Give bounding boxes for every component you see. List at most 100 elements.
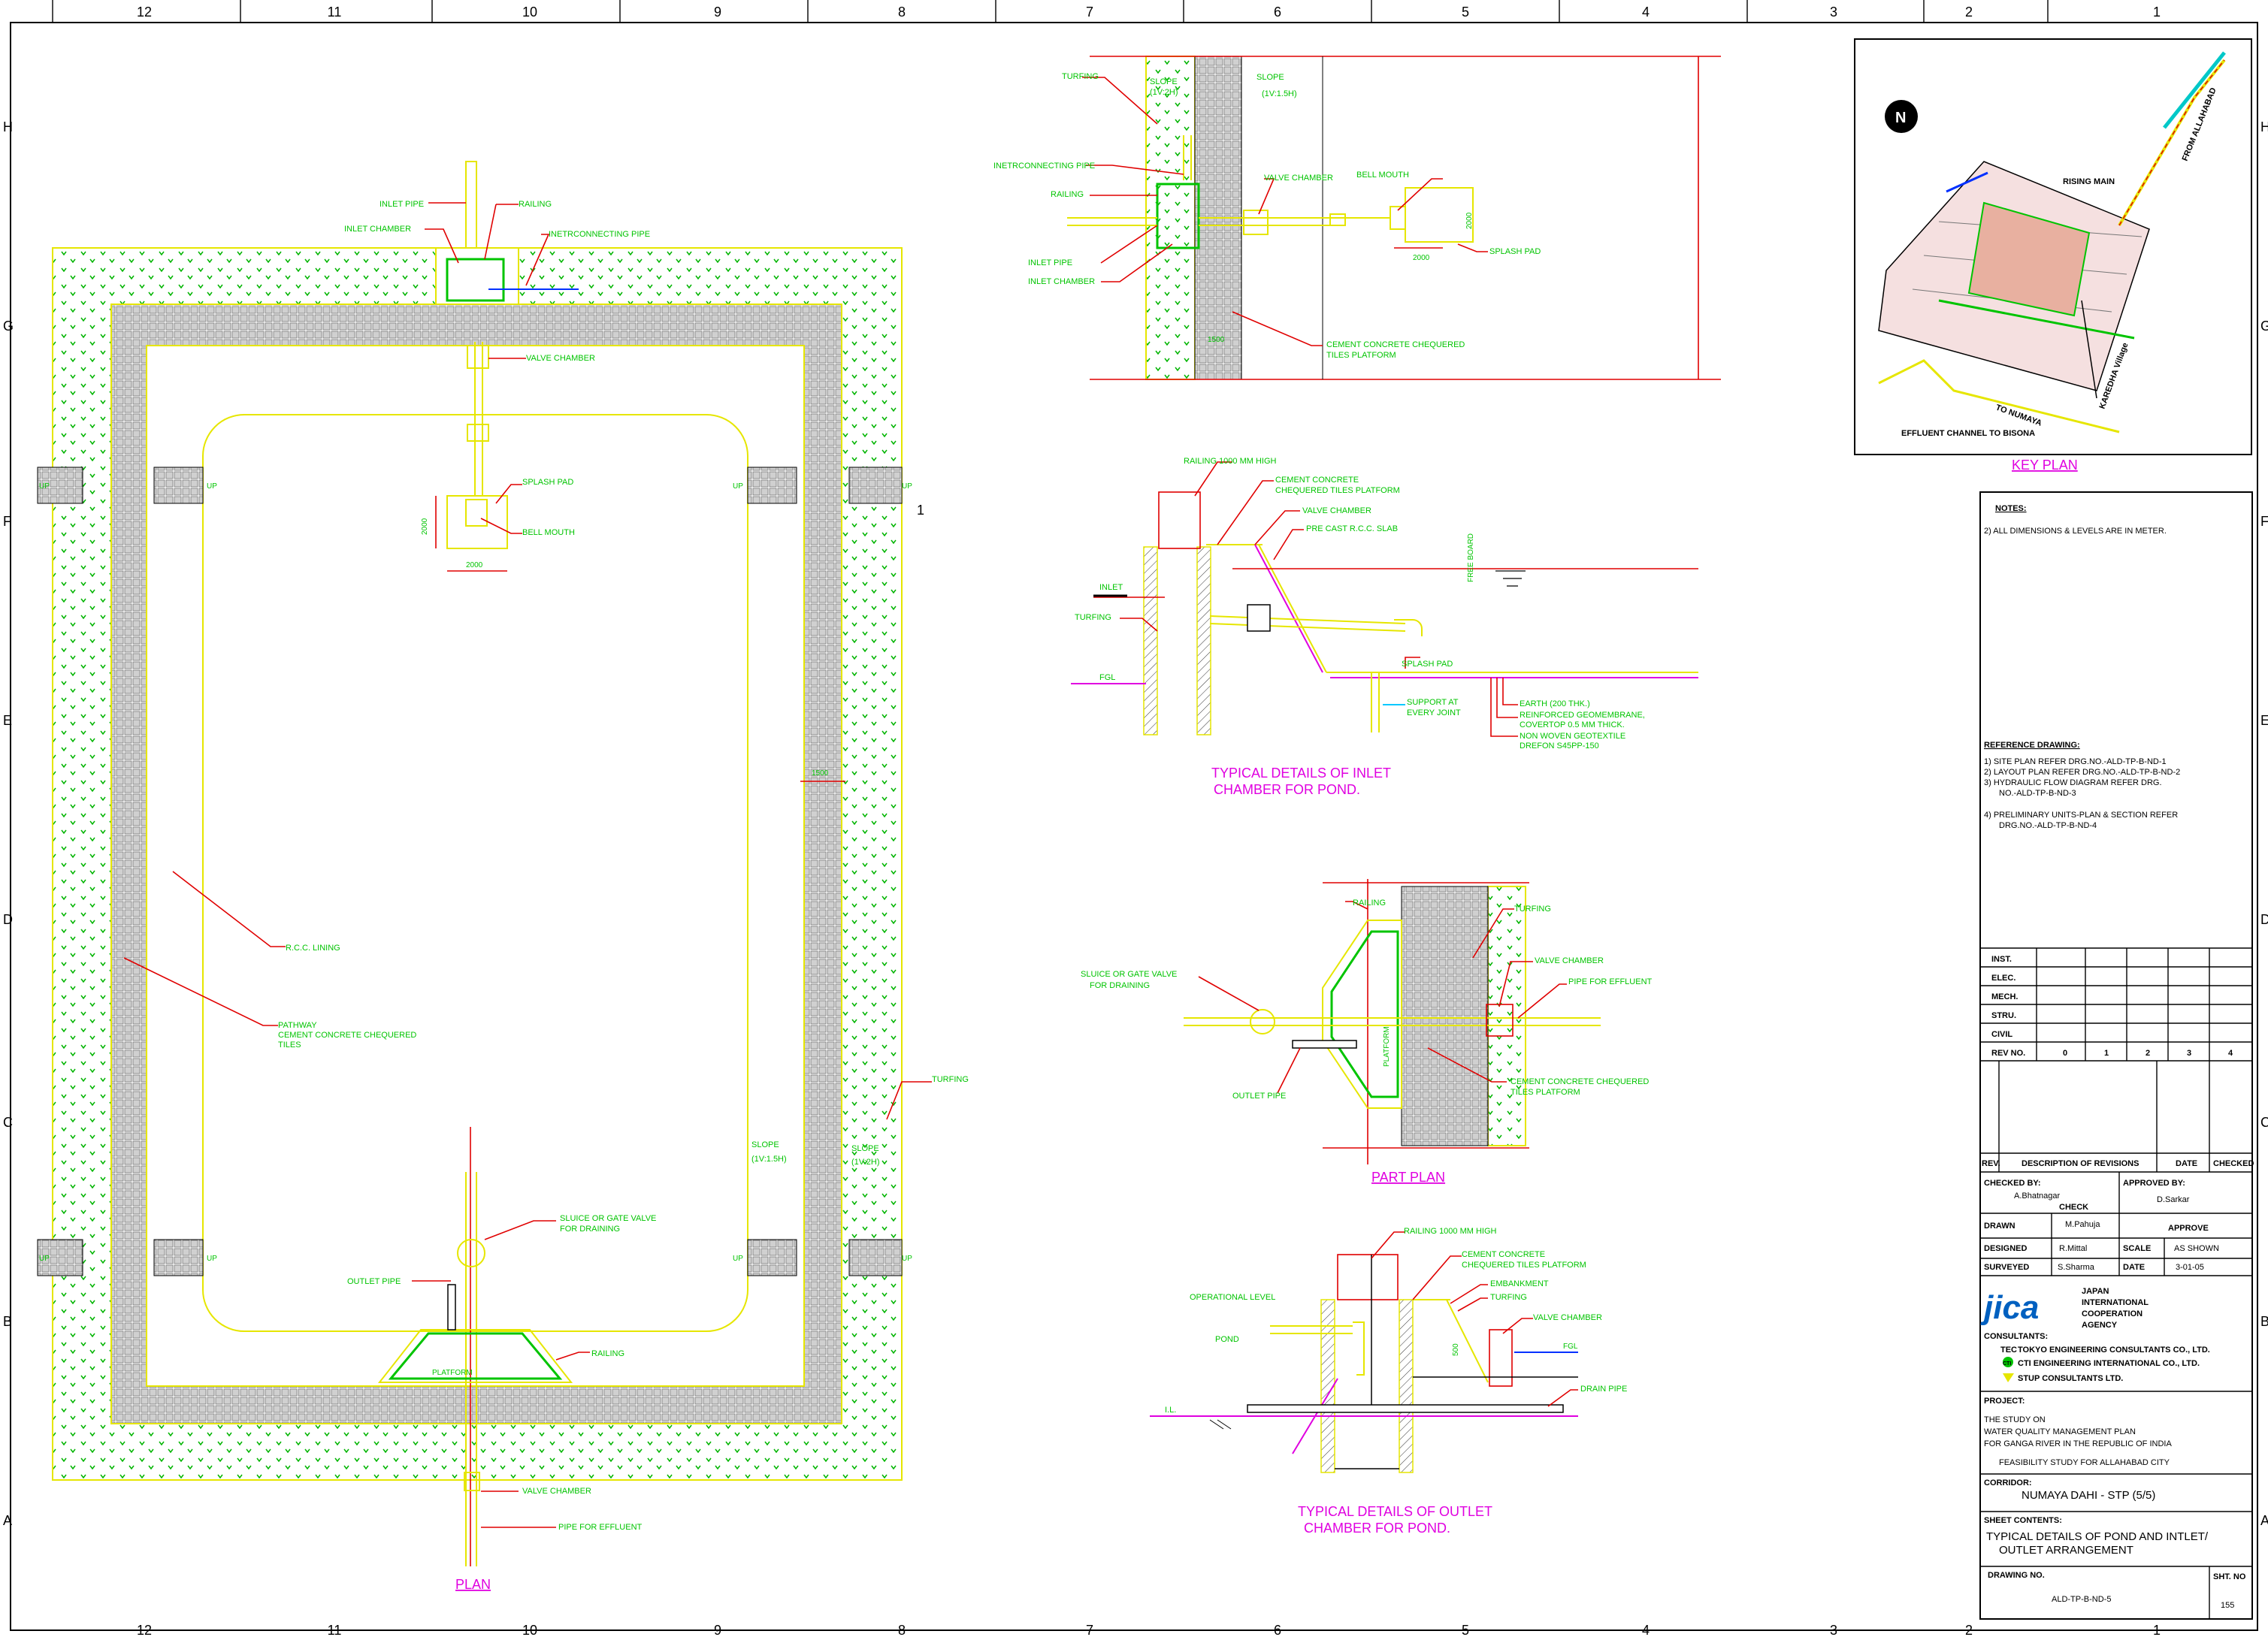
discipline-label: MECH. xyxy=(1991,992,2018,1001)
platform-label: TILES PLATFORM xyxy=(1510,1088,1580,1097)
grid-column-label: 7 xyxy=(1086,5,1093,20)
railing-label: RAILING 1000 MM HIGH xyxy=(1404,1227,1497,1236)
sheet-number: 155 xyxy=(2221,1601,2234,1610)
geomembrane-label: REINFORCED GEOMEMBRANE, xyxy=(1520,711,1645,720)
jica-name: INTERNATIONAL xyxy=(2082,1298,2149,1307)
grid-row-label: E xyxy=(3,713,12,728)
railing-label: RAILING xyxy=(519,200,552,209)
rev-number: 4 xyxy=(2228,1049,2233,1058)
grid-row-label: B xyxy=(2260,1314,2268,1329)
north-arrow: N xyxy=(1895,110,1906,126)
slope-label: SLOPE xyxy=(851,1144,879,1153)
pathway-label: TILES xyxy=(278,1040,301,1050)
jica-name: JAPAN xyxy=(2082,1287,2109,1296)
geotextile-label: DREFON S45PP-150 xyxy=(1520,741,1599,751)
operational-level-label: OPERATIONAL LEVEL xyxy=(1190,1293,1275,1302)
pipe-effluent-label: PIPE FOR EFFLUENT xyxy=(558,1523,643,1532)
dimension-1500: 1500 xyxy=(812,769,829,778)
section-mark: 1 xyxy=(917,503,924,518)
grid-column-label: 1 xyxy=(2153,1623,2161,1637)
project-line: FEASIBILITY STUDY FOR ALLAHABAD CITY xyxy=(1999,1458,2170,1467)
dimension-500: 500 xyxy=(1452,1343,1460,1356)
designed-name: R.Mittal xyxy=(2059,1244,2087,1253)
support-label: SUPPORT AT xyxy=(1407,698,1459,707)
platform-label: PLATFORM xyxy=(1383,1026,1391,1067)
grid-row-label: F xyxy=(3,514,11,529)
splash-pad-label: SPLASH PAD xyxy=(522,478,573,487)
up-label: UP xyxy=(902,482,912,491)
reference-item: 4) PRELIMINARY UNITS-PLAN & SECTION REFE… xyxy=(1984,811,2178,820)
slope-value: (1V:1.5H) xyxy=(751,1155,787,1164)
pipe-effluent-label: PIPE FOR EFFLUENT xyxy=(1568,977,1653,986)
discipline-label: INST. xyxy=(1991,955,2012,964)
grid-column-label: 9 xyxy=(714,5,721,20)
turfing-label: TURFING xyxy=(1062,72,1099,81)
sheet-contents: OUTLET ARRANGEMENT xyxy=(1999,1544,2133,1557)
grid-row-label: G xyxy=(3,319,14,334)
project-label: PROJECT: xyxy=(1984,1397,2025,1406)
grid-row-label: E xyxy=(2260,713,2268,728)
drawing-number: ALD-TP-B-ND-5 xyxy=(2052,1595,2111,1604)
railing-label: RAILING 1000 MM HIGH xyxy=(1184,457,1277,466)
grid-row-label: G xyxy=(2260,319,2268,334)
grid-column-label: 12 xyxy=(137,1623,152,1637)
reference-item: DRG.NO.-ALD-TP-B-ND-4 xyxy=(1999,821,2097,830)
valve-chamber-label: VALVE CHAMBER xyxy=(1302,506,1371,515)
valve-chamber-label: VALVE CHAMBER xyxy=(1533,1313,1602,1322)
note-item: 2) ALL DIMENSIONS & LEVELS ARE IN METER. xyxy=(1984,527,2167,536)
pathway-label: CEMENT CONCRETE CHEQUERED xyxy=(278,1031,416,1040)
slope-value: (1V:2H) xyxy=(1150,88,1178,97)
dimension-2000: 2000 xyxy=(421,518,429,535)
grid-column-label: 4 xyxy=(1642,1623,1650,1637)
consultants-label: CONSULTANTS: xyxy=(1984,1332,2048,1341)
railing-label: RAILING xyxy=(591,1349,624,1358)
geomembrane-label: COVERTOP 0.5 MM THICK. xyxy=(1520,720,1625,729)
slope-label: SLOPE xyxy=(1256,73,1284,82)
outlet-section-title: CHAMBER FOR POND. xyxy=(1304,1521,1450,1536)
drawn-name: M.Pahuja xyxy=(2065,1220,2100,1229)
jica-logo: jica xyxy=(1980,1289,2039,1326)
approved-by-label: APPROVED BY: xyxy=(2123,1179,2185,1188)
grid-row-label: D xyxy=(2260,912,2268,927)
grid-row-label: C xyxy=(2260,1115,2268,1130)
grid-column-label: 10 xyxy=(522,5,537,20)
up-label: UP xyxy=(902,1255,912,1263)
part-plan-title: PART PLAN xyxy=(1371,1170,1445,1185)
check-label: CHECK xyxy=(2059,1203,2088,1212)
valve-chamber xyxy=(464,1472,480,1491)
pond-plan: UP UP UP UP UP UP UP UP INLET PIPE RAILI… xyxy=(37,161,969,1592)
slope-value: (1V:1.5H) xyxy=(1262,89,1297,98)
platform-label: CHEQUERED TILES PLATFORM xyxy=(1462,1261,1586,1270)
approved-by-name: D.Sarkar xyxy=(2157,1195,2190,1204)
dimension-1500: 1500 xyxy=(1208,336,1225,344)
rcc-lining-label: R.C.C. LINING xyxy=(286,944,340,953)
title-block: CHECKED BY: A.Bhatnagar CHECK APPROVED B… xyxy=(1980,1172,2252,1619)
rising-main-label: RISING MAIN xyxy=(2063,177,2115,186)
pond-label: POND xyxy=(1215,1335,1239,1344)
outlet-section-title: TYPICAL DETAILS OF OUTLET xyxy=(1298,1504,1492,1519)
sheet-contents-label: SHEET CONTENTS: xyxy=(1984,1516,2062,1525)
inlet-section-title: TYPICAL DETAILS OF INLET xyxy=(1211,766,1391,781)
turfing-label: TURFING xyxy=(1490,1293,1527,1302)
platform-label: TILES PLATFORM xyxy=(1326,351,1396,360)
outlet-chamber-section: RAILING 1000 MM HIGH CEMENT CONCRETE CHE… xyxy=(1150,1227,1627,1536)
project-line: THE STUDY ON xyxy=(1984,1415,2046,1424)
notes-title: NOTES: xyxy=(1995,504,2027,513)
inlet-pipe xyxy=(465,161,477,252)
consultant-name: STUP CONSULTANTS LTD. xyxy=(2018,1374,2123,1383)
inlet-detail-plan: TURFING SLOPE (1V:2H) SLOPE (1V:1.5H) IN… xyxy=(993,56,1721,380)
earth-label: EARTH (200 THK.) xyxy=(1520,699,1590,708)
grid-column-label: 3 xyxy=(1830,1623,1837,1637)
consultant-name: TOKYO ENGINEERING CONSULTANTS CO., LTD. xyxy=(2018,1346,2210,1355)
valve-chamber xyxy=(1489,1329,1513,1387)
outlet-part-plan: PLATFORM RAILING TURFING VALVE CHAMBER S… xyxy=(1081,879,1653,1185)
outlet-pipe-label: OUTLET PIPE xyxy=(347,1277,401,1286)
drawing-no-label: DRAWING NO. xyxy=(1988,1571,2045,1580)
turfing-label: TURFING xyxy=(932,1075,969,1084)
valve-chamber-label: VALVE CHAMBER xyxy=(1264,174,1333,183)
valve-chamber xyxy=(1243,210,1269,235)
corridor-label: CORRIDOR: xyxy=(1984,1478,2032,1487)
grid-column-labels xyxy=(52,0,2049,23)
outlet-pipe xyxy=(1292,1040,1357,1049)
